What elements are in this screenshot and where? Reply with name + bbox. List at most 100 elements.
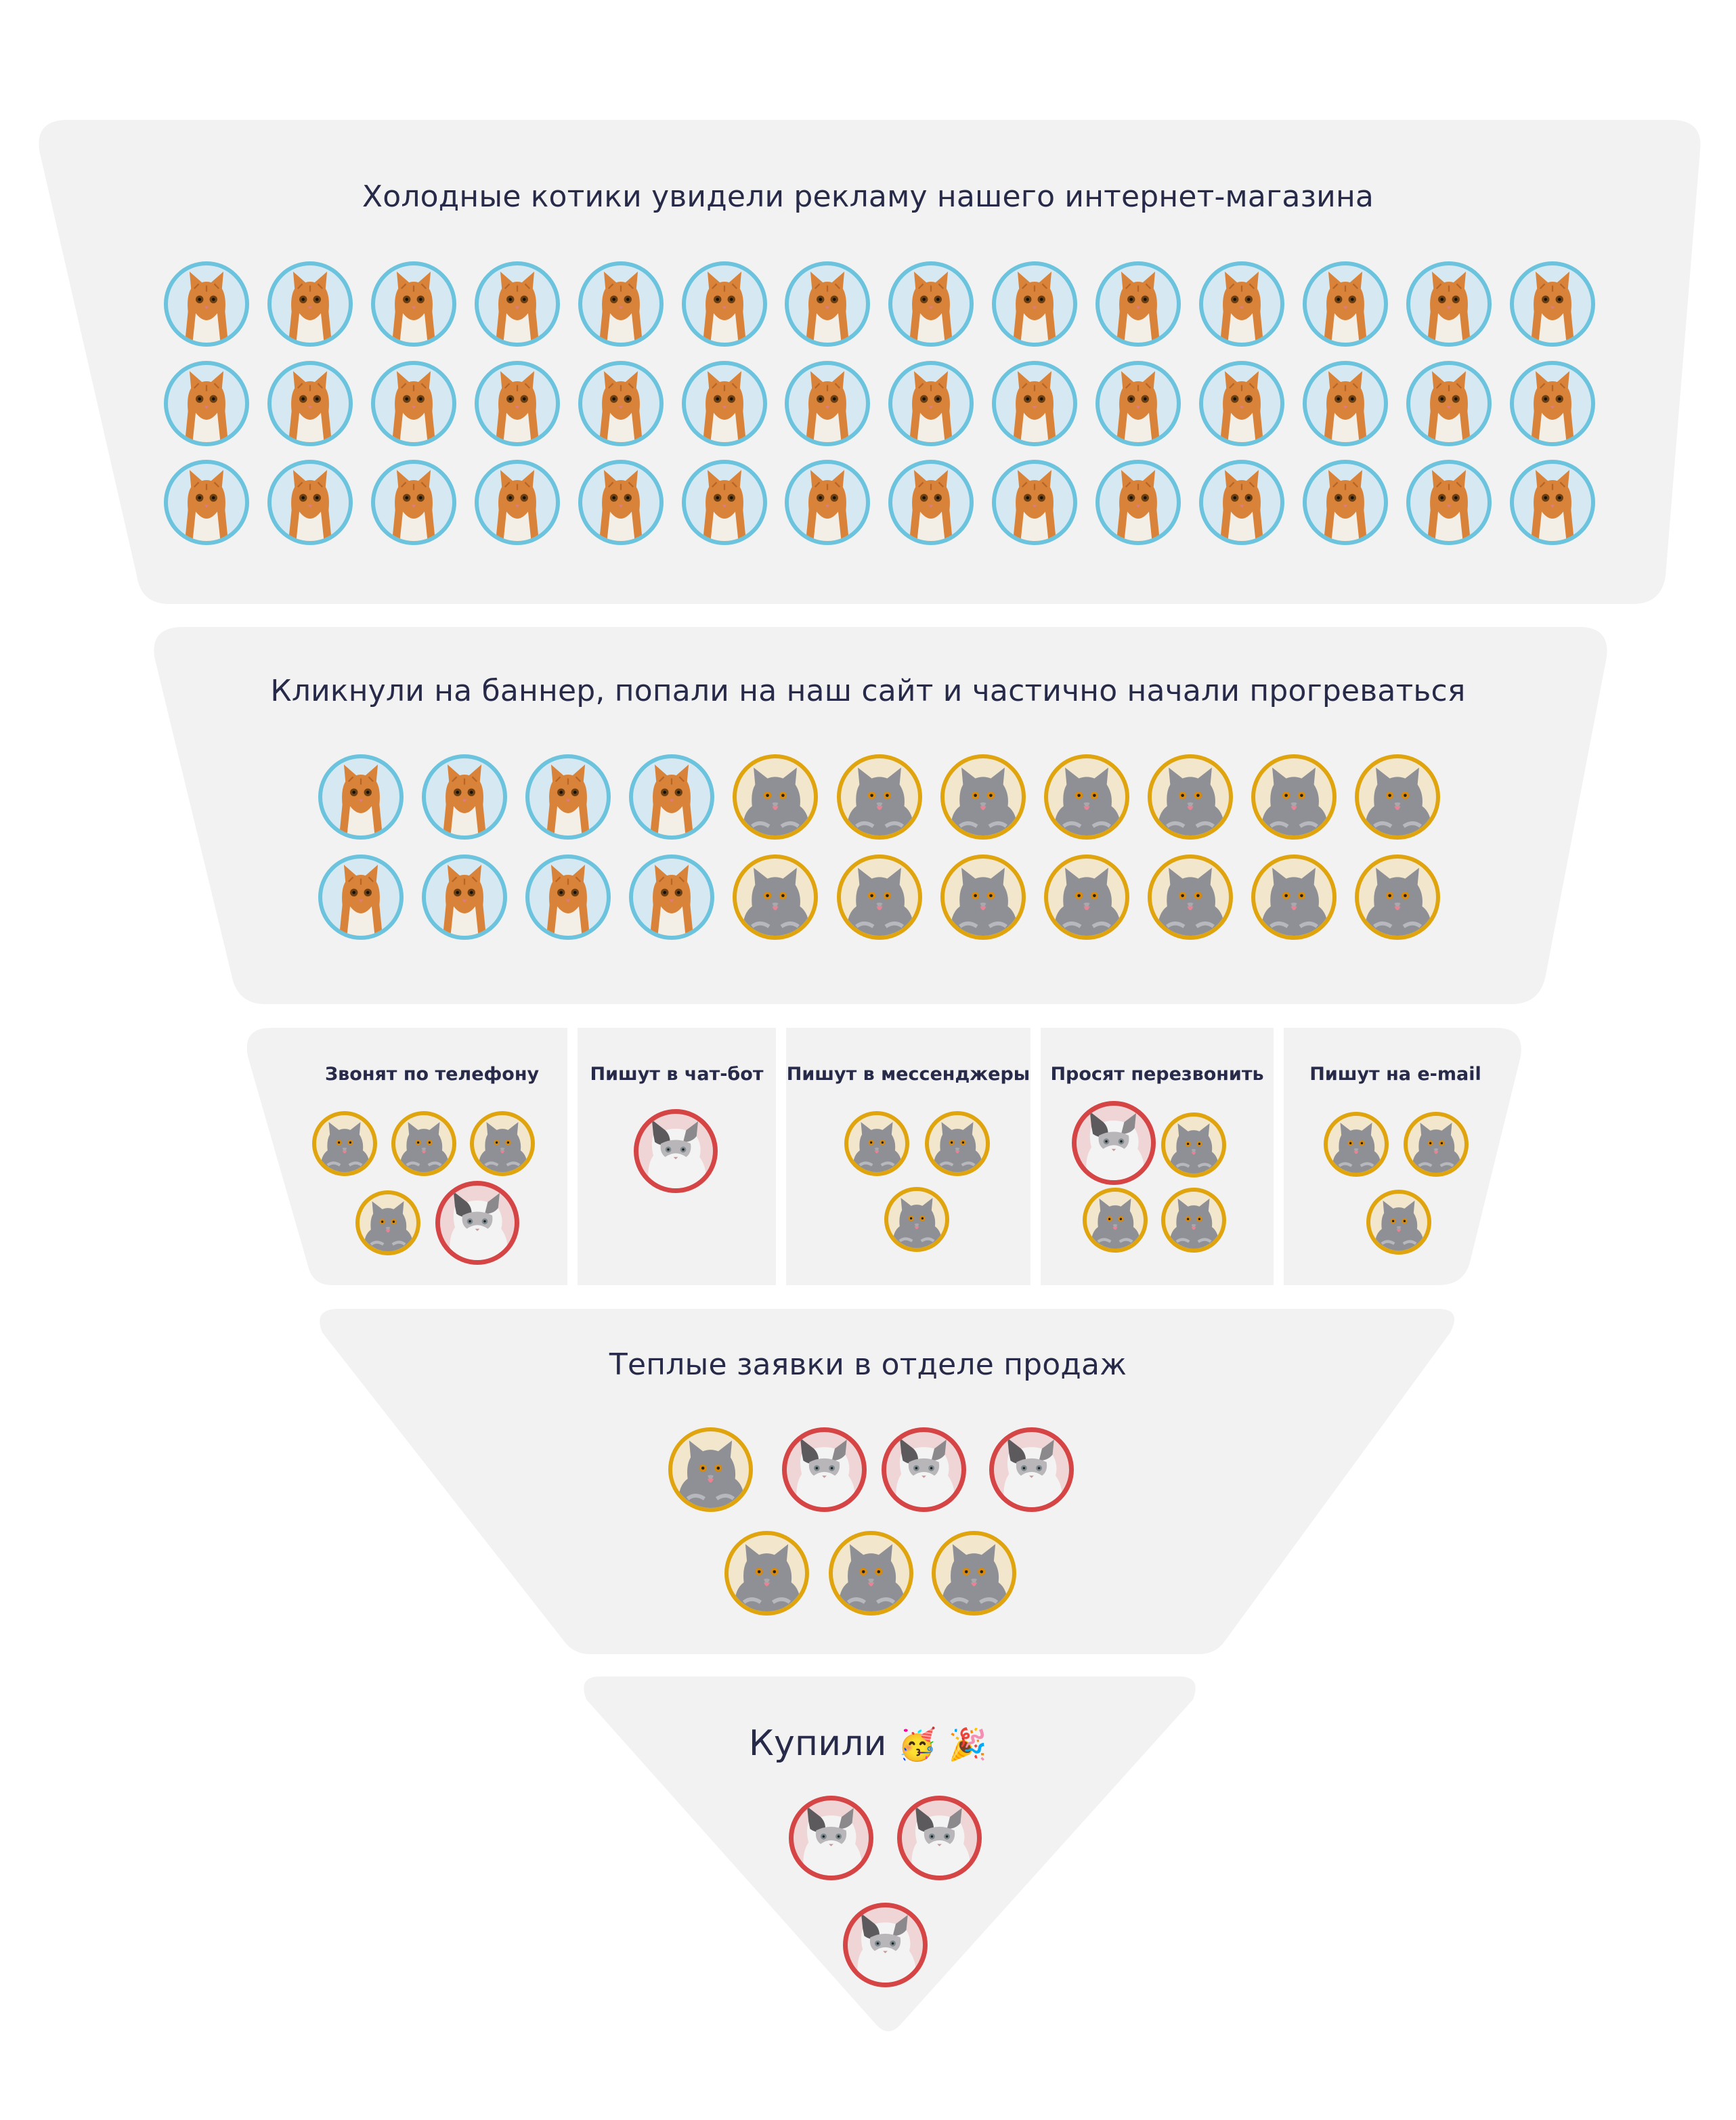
cold-audience-ginger-cat-icon — [1302, 261, 1388, 347]
channel-phone-ragdoll-cat-icon — [435, 1181, 519, 1265]
cold-audience-ginger-cat-icon — [888, 460, 974, 545]
channel-title-callback: Просят перезвонить — [1050, 1064, 1264, 1085]
channel-messengers-gray-british-cat-icon — [925, 1111, 990, 1176]
channel-title-chatbot: Пишут в чат-бот — [590, 1064, 764, 1085]
site-visitors-gray-british-cat-icon — [1355, 855, 1440, 940]
cold-audience-ginger-cat-icon — [681, 460, 767, 545]
sales-leads-gray-british-cat-icon — [828, 1530, 913, 1616]
cold-audience-ginger-cat-icon — [992, 261, 1078, 347]
channel-chatbot-ragdoll-cat-icon — [634, 1109, 718, 1193]
site-visitors-gray-british-cat-icon — [1043, 855, 1129, 940]
sales-leads-ragdoll-cat-icon — [781, 1427, 867, 1512]
cold-audience-ginger-cat-icon — [164, 460, 249, 545]
party-popper-icon: 🎉 — [948, 1726, 988, 1762]
site-visitors-ginger-cat-icon — [318, 855, 404, 940]
channel-callback-gray-british-cat-icon — [1083, 1188, 1148, 1253]
cold-audience-ginger-cat-icon — [578, 460, 664, 545]
channel-title-messengers: Пишут в мессенджеры — [786, 1064, 1030, 1085]
tier-purchased-title: Купили 🥳 🎉 — [0, 1723, 1736, 1764]
cold-audience-ginger-cat-icon — [578, 361, 664, 446]
cold-audience-ginger-cat-icon — [1095, 261, 1181, 347]
cold-audience-ginger-cat-icon — [1095, 361, 1181, 446]
cold-audience-ginger-cat-icon — [785, 460, 871, 545]
site-visitors-gray-british-cat-icon — [1251, 855, 1337, 940]
cold-audience-ginger-cat-icon — [785, 361, 871, 446]
sales-leads-gray-british-cat-icon — [931, 1530, 1016, 1616]
site-visitors-gray-british-cat-icon — [940, 855, 1026, 940]
purchased-ragdoll-cat-icon — [842, 1902, 928, 1987]
cold-audience-ginger-cat-icon — [888, 261, 974, 347]
cold-audience-ginger-cat-icon — [578, 261, 664, 347]
channel-callback-gray-british-cat-icon — [1161, 1112, 1226, 1177]
sales-leads-gray-british-cat-icon — [724, 1530, 809, 1616]
cold-audience-ginger-cat-icon — [681, 361, 767, 446]
cold-audience-ginger-cat-icon — [1406, 460, 1492, 545]
site-visitors-gray-british-cat-icon — [1251, 754, 1337, 840]
site-visitors-ginger-cat-icon — [422, 754, 508, 840]
site-visitors-gray-british-cat-icon — [733, 855, 819, 940]
cold-audience-ginger-cat-icon — [888, 361, 974, 446]
channel-callback-ragdoll-cat-icon — [1072, 1101, 1156, 1185]
cold-audience-ginger-cat-icon — [474, 361, 560, 446]
cold-audience-ginger-cat-icon — [785, 261, 871, 347]
channel-messengers-gray-british-cat-icon — [844, 1111, 909, 1176]
tier-site-visitors-title: Кликнули на баннер, попали на наш сайт и… — [270, 674, 1466, 708]
channel-phone-gray-british-cat-icon — [470, 1111, 535, 1176]
tier-cold-audience-title: Холодные котики увидели рекламу нашего и… — [362, 179, 1374, 214]
site-visitors-ginger-cat-icon — [318, 754, 404, 840]
site-visitors-ginger-cat-icon — [525, 855, 611, 940]
sales-leads-gray-british-cat-icon — [668, 1427, 753, 1512]
purchased-label: Купили — [748, 1723, 887, 1764]
channel-email-gray-british-cat-icon — [1366, 1190, 1431, 1255]
channel-title-phone: Звонят по телефону — [325, 1064, 540, 1085]
cold-audience-ginger-cat-icon — [1199, 261, 1284, 347]
site-visitors-ginger-cat-icon — [422, 855, 508, 940]
channel-email-gray-british-cat-icon — [1404, 1112, 1469, 1177]
channel-phone-gray-british-cat-icon — [312, 1111, 377, 1176]
cold-audience-ginger-cat-icon — [370, 261, 456, 347]
cold-audience-ginger-cat-icon — [992, 361, 1078, 446]
cold-audience-ginger-cat-icon — [474, 460, 560, 545]
site-visitors-gray-british-cat-icon — [733, 754, 819, 840]
cold-audience-ginger-cat-icon — [1199, 361, 1284, 446]
purchased-ragdoll-cat-icon — [896, 1795, 982, 1880]
tier-sales-leads-title: Теплые заявки в отделе продаж — [609, 1347, 1127, 1382]
sales-leads-ragdoll-cat-icon — [989, 1427, 1074, 1512]
site-visitors-gray-british-cat-icon — [836, 855, 922, 940]
sales-leads-ragdoll-cat-icon — [881, 1427, 966, 1512]
cold-audience-ginger-cat-icon — [1199, 460, 1284, 545]
cold-audience-ginger-cat-icon — [370, 361, 456, 446]
cold-audience-ginger-cat-icon — [164, 361, 249, 446]
site-visitors-gray-british-cat-icon — [1355, 754, 1440, 840]
cold-audience-ginger-cat-icon — [1406, 261, 1492, 347]
purchased-ragdoll-cat-icon — [788, 1795, 873, 1880]
partying-face-icon: 🥳 — [898, 1726, 937, 1762]
cold-audience-ginger-cat-icon — [1509, 261, 1595, 347]
cold-audience-ginger-cat-icon — [1095, 460, 1181, 545]
site-visitors-gray-british-cat-icon — [940, 754, 1026, 840]
cold-audience-ginger-cat-icon — [267, 261, 353, 347]
cold-audience-ginger-cat-icon — [474, 261, 560, 347]
cold-audience-ginger-cat-icon — [681, 261, 767, 347]
channel-title-email: Пишут на e-mail — [1309, 1064, 1481, 1085]
cold-audience-ginger-cat-icon — [1302, 361, 1388, 446]
channel-email-gray-british-cat-icon — [1324, 1112, 1389, 1177]
channel-panel-email — [1284, 1028, 1521, 1285]
site-visitors-ginger-cat-icon — [525, 754, 611, 840]
cold-audience-ginger-cat-icon — [267, 361, 353, 446]
site-visitors-gray-british-cat-icon — [836, 754, 922, 840]
site-visitors-gray-british-cat-icon — [1043, 754, 1129, 840]
site-visitors-ginger-cat-icon — [629, 754, 715, 840]
cold-audience-ginger-cat-icon — [164, 261, 249, 347]
channel-messengers-gray-british-cat-icon — [884, 1187, 949, 1252]
site-visitors-gray-british-cat-icon — [1147, 855, 1233, 940]
tier-cold-audience-panel — [39, 120, 1701, 604]
cold-audience-ginger-cat-icon — [370, 460, 456, 545]
channel-phone-gray-british-cat-icon — [391, 1111, 456, 1176]
site-visitors-gray-british-cat-icon — [1147, 754, 1233, 840]
tier-purchased-panel — [584, 1676, 1196, 2031]
channel-phone-gray-british-cat-icon — [355, 1190, 420, 1255]
cold-audience-ginger-cat-icon — [992, 460, 1078, 545]
site-visitors-ginger-cat-icon — [629, 855, 715, 940]
